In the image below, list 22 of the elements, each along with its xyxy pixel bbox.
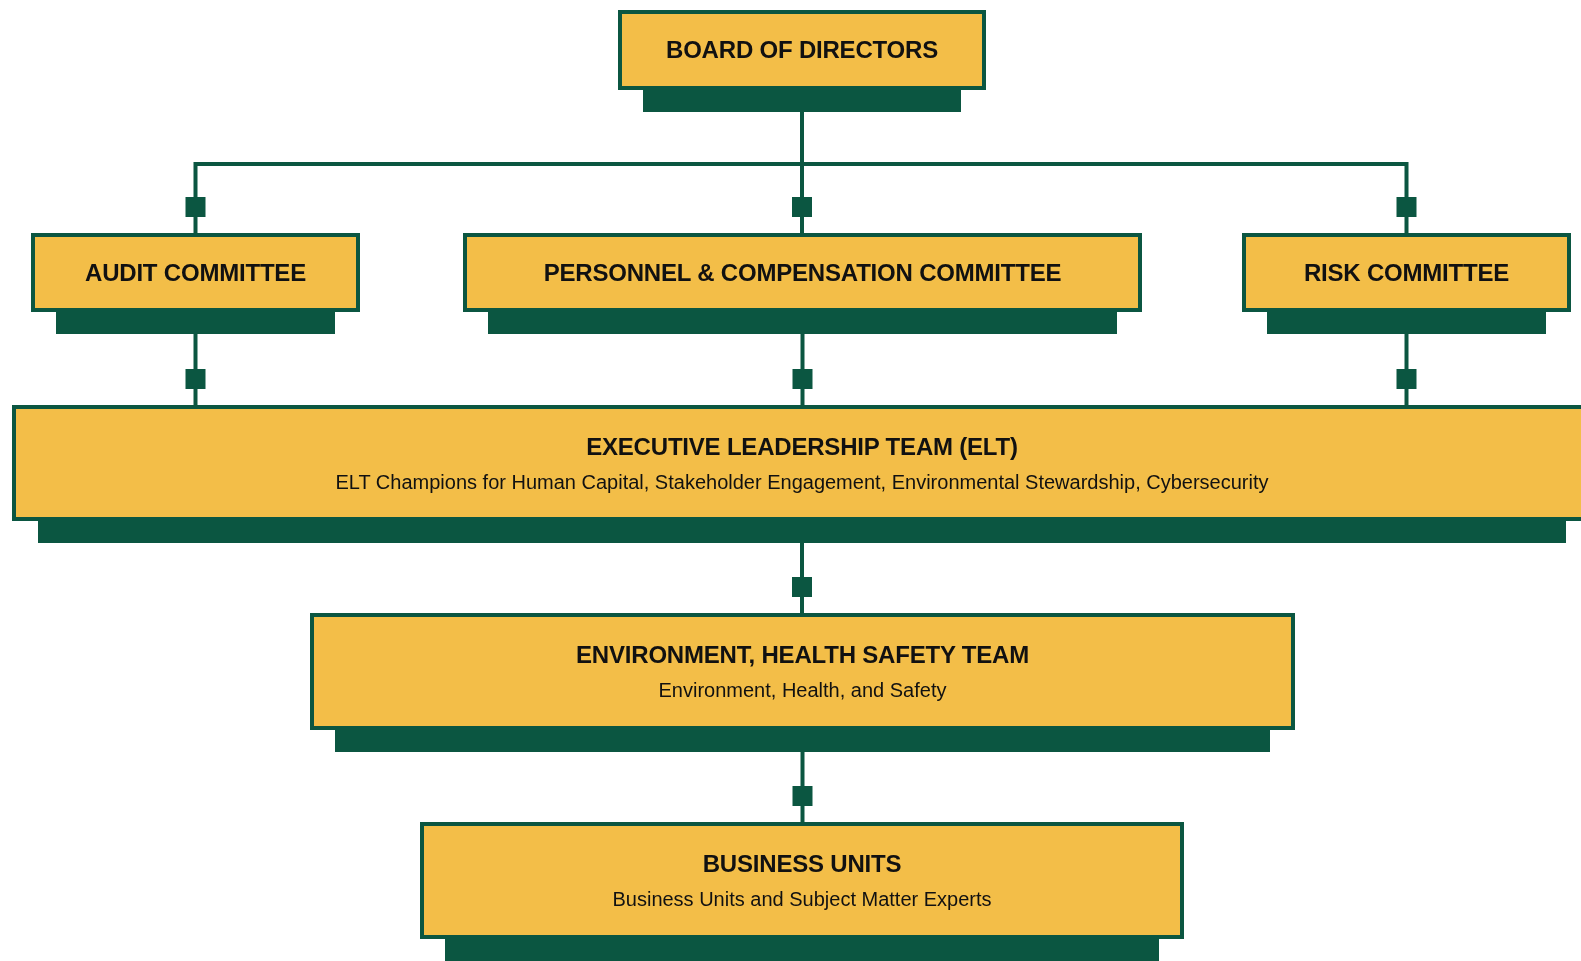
box-title: RISK COMMITTEE: [1303, 258, 1510, 287]
org-box: [463, 233, 1142, 334]
org-box: [31, 233, 360, 334]
org-box: [1242, 233, 1571, 334]
box-subtitle: ELT Champions for Human Capital, Stakeholder Engagement, Environmental Stewardship, Cybersecurity: [335, 470, 1269, 494]
org-box: [12, 405, 1581, 543]
connector-line: [792, 543, 812, 613]
connector-line: [792, 334, 813, 405]
box-subtitle: Business Units and Subject Matter Experts: [612, 888, 992, 911]
box-title: PERSONNEL & COMPENSATION COMMITTEE: [543, 258, 1062, 287]
connector-line: [792, 752, 813, 822]
org-box: [420, 822, 1184, 961]
box-title: ENVIRONMENT, HEALTH SAFETY TEAM: [576, 641, 1029, 669]
connector-line: [185, 334, 206, 405]
box-title: AUDIT COMMITTEE: [85, 258, 306, 287]
connector-line: [1396, 334, 1417, 405]
box-title: BUSINESS UNITS: [702, 850, 902, 878]
org-box: [310, 613, 1295, 752]
box-title: BOARD OF DIRECTORS: [666, 36, 938, 64]
box-subtitle: Environment, Health, and Safety: [658, 679, 947, 702]
org-box: [618, 10, 986, 112]
box-title: EXECUTIVE LEADERSHIP TEAM (ELT): [586, 432, 1018, 461]
